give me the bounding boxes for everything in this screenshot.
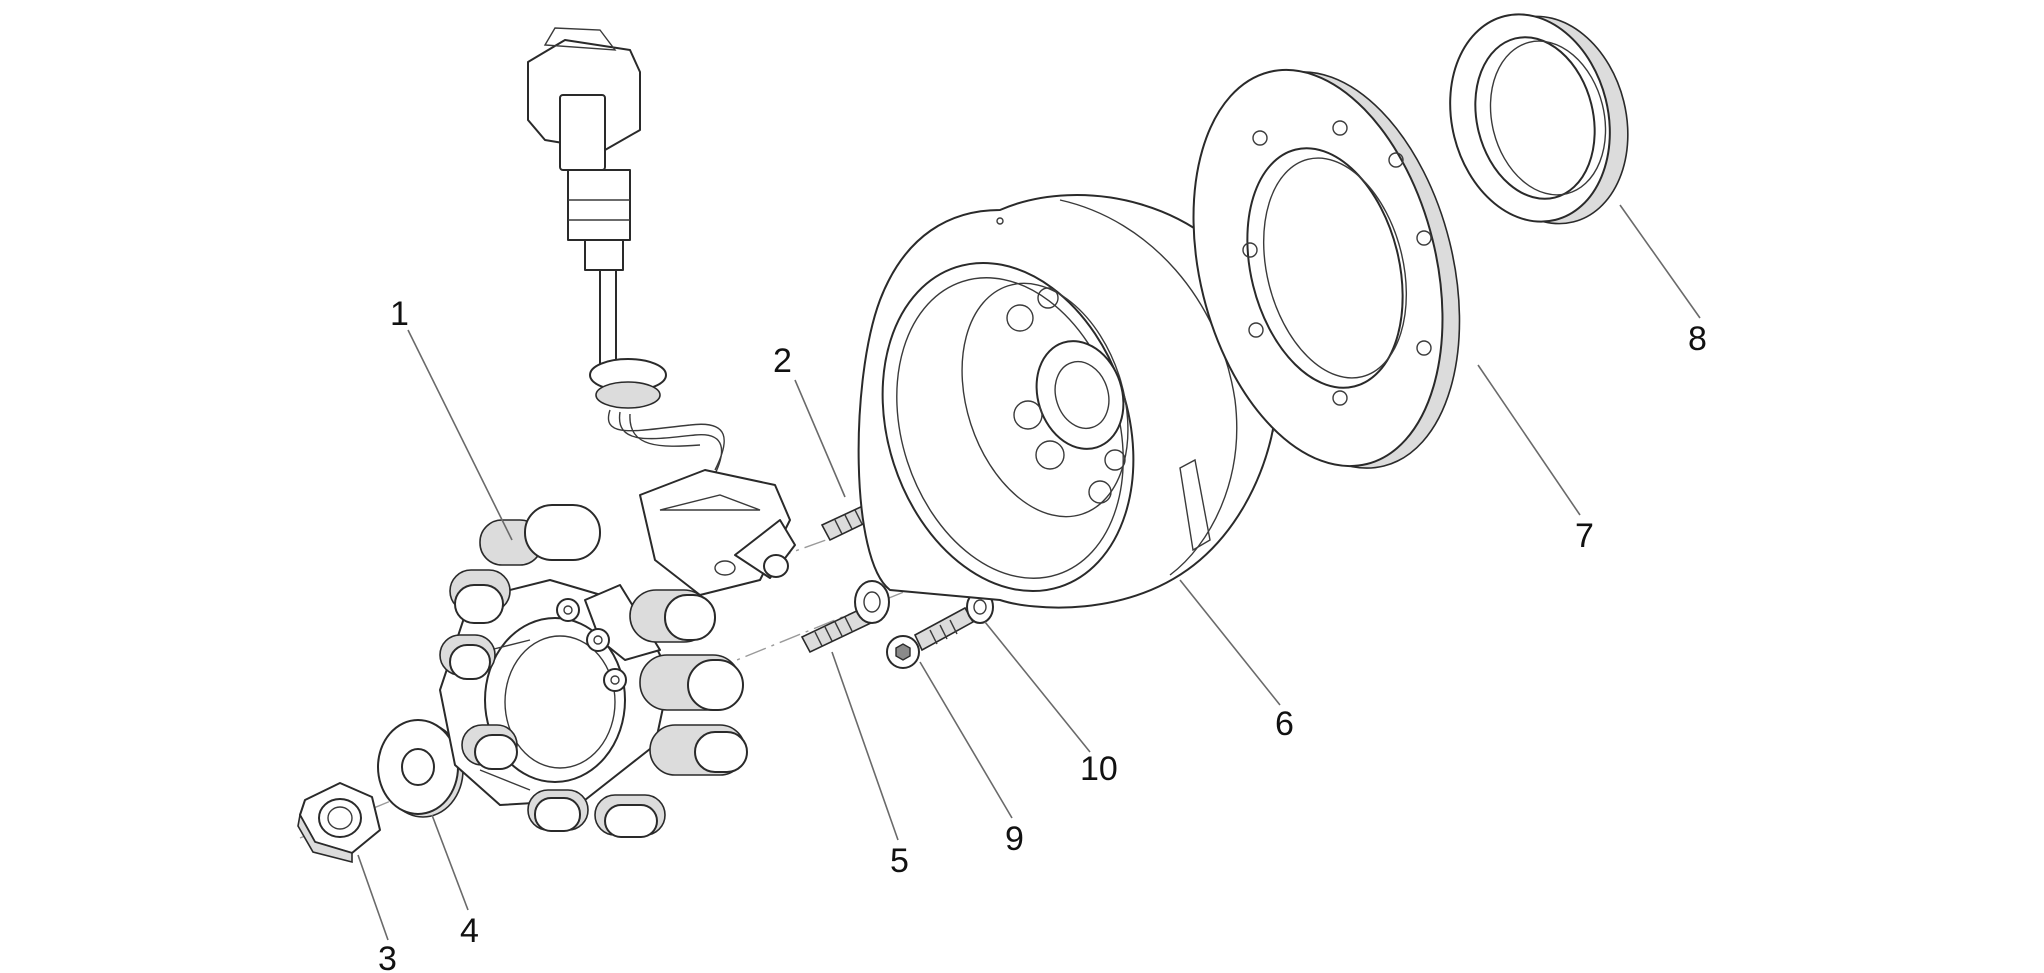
leader-2 (794, 379, 846, 498)
callout-numbers: 1 2 3 4 5 6 7 8 9 10 (378, 295, 1707, 973)
part-9-bolt (886, 606, 975, 669)
part-4-washer (377, 719, 464, 818)
part-1-stator-assembly (439, 27, 796, 838)
leader-10 (984, 621, 1091, 753)
part-3-hex-nut (297, 782, 381, 864)
leader-6 (1179, 579, 1281, 706)
winding-pole (629, 589, 716, 643)
leader-1 (407, 329, 513, 541)
callout-6: 6 (1275, 705, 1294, 743)
winding-pole (439, 634, 496, 680)
winding-pole (479, 504, 601, 566)
leader-8 (1619, 204, 1701, 319)
stator-windings (439, 504, 748, 838)
callout-10: 10 (1080, 750, 1118, 788)
callout-4: 4 (460, 912, 479, 950)
winding-pole (449, 569, 511, 624)
callout-1: 1 (390, 295, 409, 333)
part-8-ring (1449, 13, 1629, 225)
part-7-ring-plate (1192, 68, 1461, 469)
winding-pole (649, 724, 748, 776)
winding-pole (461, 724, 518, 770)
part-5-screw (800, 580, 890, 654)
winding-pole (527, 789, 589, 832)
leader-3 (357, 854, 389, 941)
leader-4 (431, 814, 469, 911)
leader-5 (831, 651, 899, 841)
part-6-flywheel (857, 194, 1279, 609)
winding-pole (594, 794, 666, 838)
callout-7: 7 (1575, 517, 1594, 555)
leader-7 (1477, 364, 1581, 516)
callout-5: 5 (890, 842, 909, 880)
leader-9 (919, 661, 1013, 819)
callout-9: 9 (1005, 820, 1024, 858)
callout-3: 3 (378, 940, 397, 973)
leader-lines (357, 204, 1701, 941)
winding-pole (639, 654, 744, 711)
harness-connector (527, 27, 641, 271)
pickup-coil (639, 469, 796, 596)
callout-8: 8 (1688, 320, 1707, 358)
harness-cable (589, 269, 725, 481)
callout-2: 2 (773, 342, 792, 380)
